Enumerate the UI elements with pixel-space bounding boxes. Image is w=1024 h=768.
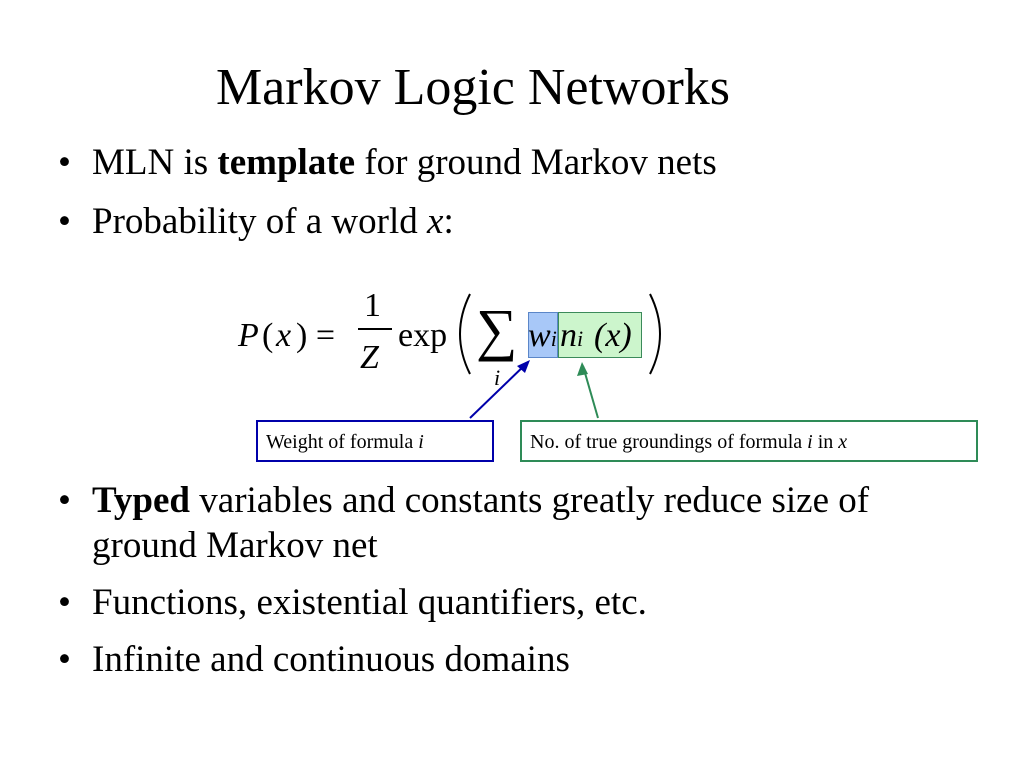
formula-sum: ∑ — [476, 297, 518, 362]
formula-n-letter: n — [560, 317, 577, 354]
formula-w-letter: w — [528, 317, 551, 354]
bullet-text: variables and constants greatly reduce s… — [92, 480, 870, 566]
fraction-bar — [358, 328, 392, 330]
formula-p: P — [238, 317, 259, 354]
callout-text: No. of true groundings of formula — [530, 431, 808, 453]
bullet-variable: x — [427, 201, 444, 242]
bullet-dot: • — [58, 480, 71, 521]
bullet-emphasis: Typed — [92, 480, 191, 521]
bullet-dot: • — [58, 201, 71, 242]
bullet-dot: • — [58, 639, 71, 680]
bullet-text: for ground Markov nets — [355, 142, 717, 183]
bullet-text: Probability of a world — [92, 201, 428, 242]
callout-text: in — [812, 431, 839, 453]
callout-text: Weight of formula — [266, 431, 419, 453]
bullet-text: Functions, existential quantifiers, etc. — [92, 582, 647, 623]
formula-x: x — [276, 317, 292, 354]
callout-variable: i — [807, 431, 813, 453]
formula-n-arg: (x) — [594, 317, 632, 354]
formula-n-sub: i — [577, 326, 584, 351]
formula-rparen-eq: ) = — [296, 317, 335, 354]
top-bullet-list: • MLN is template for ground Markov nets… — [58, 140, 958, 258]
formula-n: ni — [560, 316, 583, 359]
formula-numerator: 1 — [364, 287, 381, 324]
slide-title: Markov Logic Networks — [215, 59, 731, 116]
formula-w-sub: i — [550, 326, 557, 351]
bullet-probability: • Probability of a world x: — [58, 199, 958, 244]
probability-formula: P ( x ) = 1 Z exp ∑ i wi ni (x) — [220, 270, 680, 400]
bullet-functions: • Functions, existential quantifiers, et… — [58, 580, 958, 625]
formula-lparen: ( — [262, 317, 274, 354]
bullet-text: MLN is — [92, 142, 218, 183]
bullet-typed: • Typed variables and constants greatly … — [58, 478, 958, 568]
formula-sum-index: i — [494, 365, 501, 390]
bullet-dot: • — [58, 142, 71, 183]
weight-callout: Weight of formula i — [256, 420, 494, 462]
callout-variable: x — [838, 431, 848, 453]
formula-w: wi — [528, 316, 557, 359]
formula-denominator: Z — [360, 339, 379, 376]
count-highlight — [558, 312, 642, 358]
bullet-emphasis: template — [217, 142, 356, 183]
bottom-bullet-list: • Typed variables and constants greatly … — [58, 478, 958, 694]
bullet-dot: • — [58, 582, 71, 623]
bullet-text: Infinite and continuous domains — [92, 639, 570, 680]
bullet-text: : — [443, 201, 454, 242]
groundings-callout: No. of true groundings of formula i in x — [520, 420, 978, 462]
formula-exp: exp — [398, 317, 448, 354]
weight-highlight — [528, 312, 558, 358]
bullet-mln-template: • MLN is template for ground Markov nets — [58, 140, 958, 185]
callout-variable: i — [418, 431, 424, 453]
bullet-domains: • Infinite and continuous domains — [58, 637, 958, 682]
